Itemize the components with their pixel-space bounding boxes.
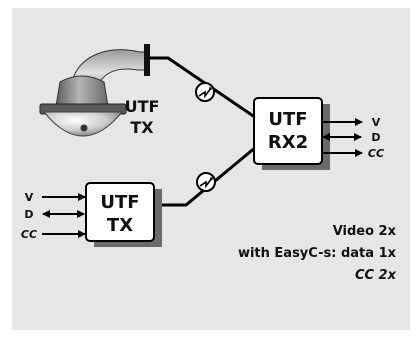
- rx-signal-arrows: [322, 118, 363, 157]
- camera-label-line1: UTF: [125, 97, 160, 116]
- transmitter-label-line1: UTF: [100, 192, 139, 213]
- tx-signal-arrows: [42, 193, 86, 238]
- note-cc: CC 2x: [355, 268, 397, 283]
- camera-icon: [39, 44, 150, 137]
- connector-icon: [196, 172, 216, 192]
- rx-signal-d: D: [371, 131, 380, 144]
- receiver-box: UTF RX2: [253, 97, 330, 170]
- receiver-label-line2: RX2: [268, 132, 308, 153]
- connector-icon: [195, 82, 215, 102]
- tx-signal-cc: CC: [21, 228, 37, 241]
- rx-signal-cc: CC: [368, 147, 384, 160]
- transmitter-box: UTF TX: [85, 182, 162, 247]
- camera-label-line2: TX: [130, 118, 154, 137]
- upper-cable: [150, 56, 263, 124]
- receiver-label-line1: UTF: [268, 109, 307, 130]
- transmitter-label-line2: TX: [107, 215, 133, 236]
- note-video: Video 2x: [333, 224, 397, 239]
- note-data: with EasyC-s: data 1x: [238, 246, 397, 261]
- tx-signal-d: D: [24, 208, 33, 221]
- background-panel: [12, 8, 410, 330]
- rx-signal-v: V: [372, 116, 381, 129]
- tx-signal-v: V: [25, 191, 34, 204]
